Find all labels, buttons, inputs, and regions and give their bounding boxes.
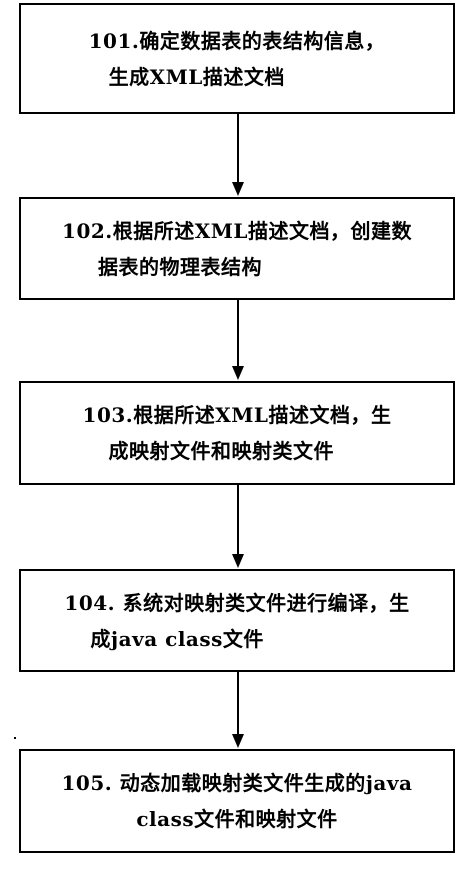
flow-step-line: 成映射文件和映射类文件 (108, 439, 335, 463)
arrow-103-to-104 (232, 485, 244, 568)
flow-step-line: 104. 系统对映射类文件进行编译，生 (64, 590, 410, 615)
flow-step-102: 102.根据所述XML描述文档，创建数 据表的物理表结构 (19, 197, 455, 300)
flow-step-text: 105. 动态加载映射类文件生成的java class文件和映射文件 (44, 765, 431, 837)
arrow-102-to-103 (232, 300, 244, 380)
flow-step-line: 105. 动态加载映射类文件生成的java (61, 771, 413, 795)
flow-step-105: 105. 动态加载映射类文件生成的java class文件和映射文件 (19, 749, 455, 853)
flow-step-text: 101.确定数据表的表结构信息， 生成XML描述文档 (71, 23, 404, 95)
flow-step-line: 据表的物理表结构 (98, 254, 263, 279)
flow-step-line: class文件和映射文件 (136, 807, 338, 831)
stray-mark (14, 737, 16, 739)
flow-step-103: 103.根据所述XML描述文档，生 成映射文件和映射类文件 (19, 381, 455, 485)
flow-step-text: 102.根据所述XML描述文档，创建数 据表的物理表结构 (44, 213, 430, 285)
flow-step-104: 104. 系统对映射类文件进行编译，生 成java class文件 (19, 569, 455, 672)
flow-step-101: 101.确定数据表的表结构信息， 生成XML描述文档 (19, 3, 455, 114)
flow-step-text: 103.根据所述XML描述文档，生 成映射文件和映射类文件 (65, 397, 410, 469)
flow-step-line: 101.确定数据表的表结构信息， (88, 28, 386, 53)
flow-step-line: 成java class文件 (90, 626, 264, 651)
flow-step-text: 104. 系统对映射类文件进行编译，生 成java class文件 (46, 585, 427, 657)
flow-step-line: 生成XML描述文档 (108, 64, 285, 89)
flow-step-line: 102.根据所述XML描述文档，创建数 (62, 218, 412, 243)
flow-step-line: 103.根据所述XML描述文档，生 (82, 403, 392, 427)
arrow-101-to-102 (232, 114, 244, 196)
arrow-104-to-105 (232, 672, 244, 748)
